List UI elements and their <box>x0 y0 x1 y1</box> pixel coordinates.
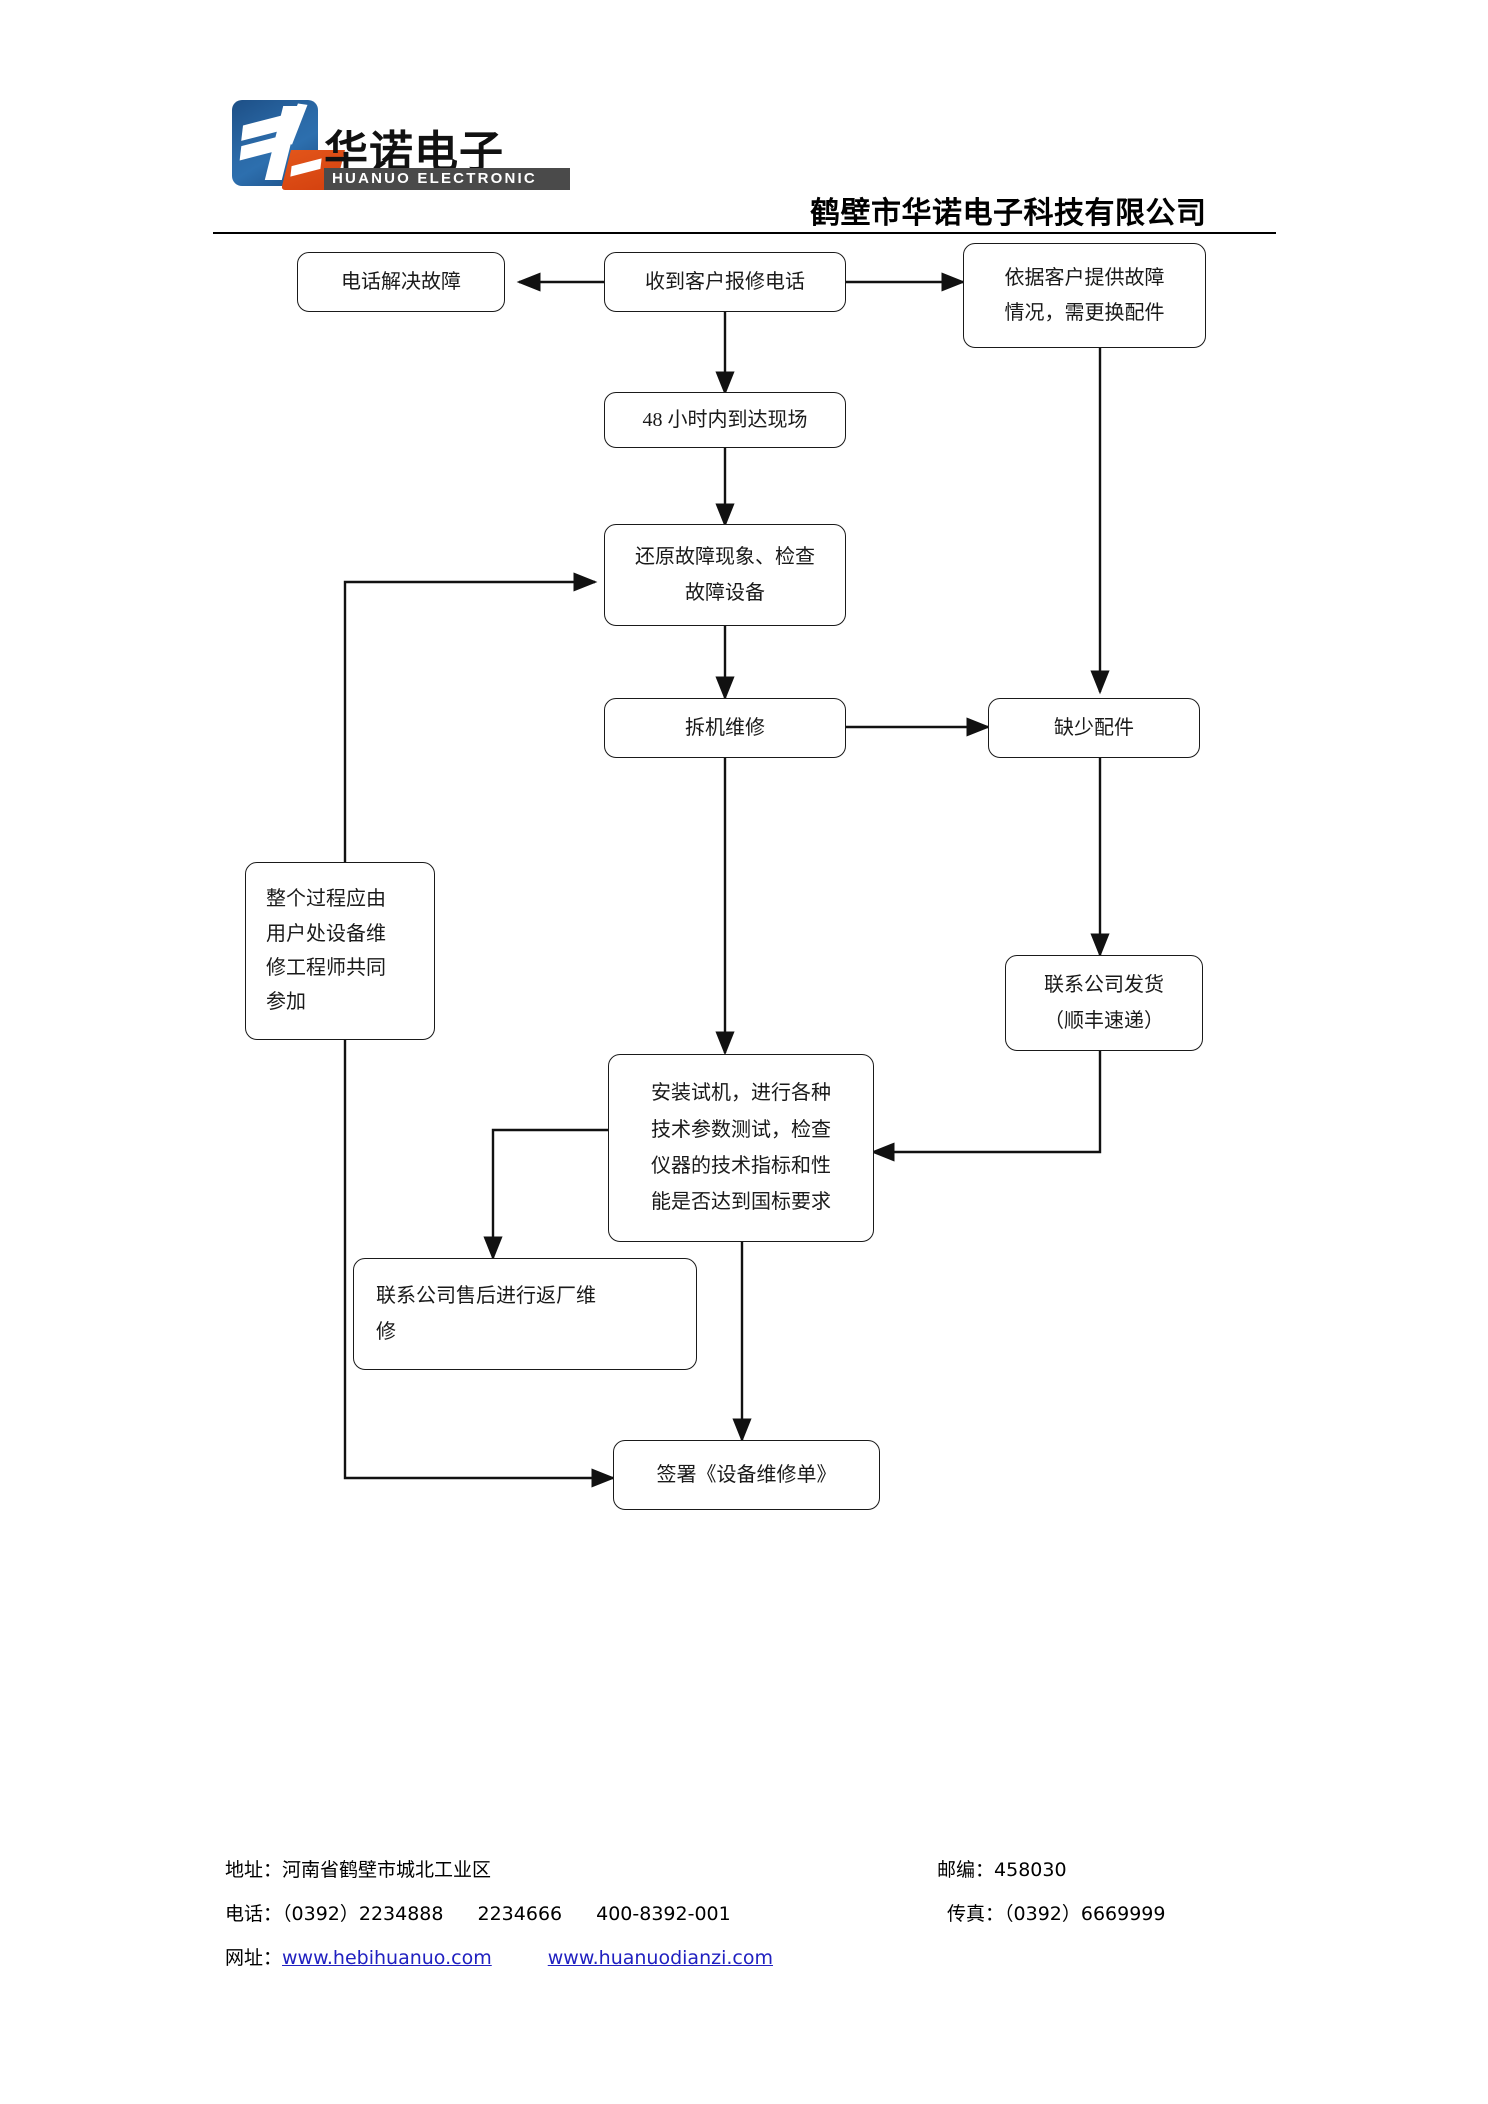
footer-row-phone: 电话：（0392）2234888 2234666 400-8392-001 传真：（… <box>225 1899 1325 1943</box>
phone-value-1: （0392）2234888 <box>282 1903 444 1925</box>
return-factory-line-1: 联系公司售后进行返厂维 <box>376 1285 596 1307</box>
node-disassemble-repair[interactable]: 拆机维修 <box>604 698 846 758</box>
restore-check-line-2: 故障设备 <box>685 582 765 604</box>
node-ship-parts[interactable]: 联系公司发货 （顺丰速递） <box>1005 955 1203 1051</box>
footer-row-website: 网址：www.hebihuanuo.com www.huanuodianzi.co… <box>225 1943 1325 1987</box>
node-arrive-48h[interactable]: 48 小时内到达现场 <box>604 392 846 448</box>
ship-parts-line-2: （顺丰速递） <box>1044 1010 1164 1032</box>
phone-label: 电话： <box>225 1903 283 1925</box>
node-sign-order-label: 签署《设备维修单》 <box>656 1463 837 1486</box>
footer-row-address: 地址：河南省鹤壁市城北工业区 邮编：458030 <box>225 1855 1325 1899</box>
node-receive-call-label: 收到客户报修电话 <box>645 270 805 293</box>
footer-phone: 电话：（0392）2234888 2234666 400-8392-001 <box>225 1899 731 1926</box>
postcode-label: 邮编： <box>937 1859 995 1881</box>
engineer-note-line-1: 整个过程应由 <box>266 888 386 911</box>
node-need-parts[interactable]: 依据客户提供故障 情况，需更换配件 <box>963 243 1206 348</box>
node-restore-check-label: 还原故障现象、检查 故障设备 <box>615 539 835 611</box>
node-need-parts-label: 依据客户提供故障 情况，需更换配件 <box>974 261 1195 331</box>
footer-postcode: 邮编：458030 <box>937 1855 1067 1882</box>
website-label: 网址： <box>225 1947 283 1969</box>
engineer-note-line-4: 参加 <box>266 991 306 1014</box>
node-receive-call[interactable]: 收到客户报修电话 <box>604 252 846 312</box>
need-parts-line-1: 依据客户提供故障 <box>1004 266 1165 289</box>
engineer-note-line-2: 用户处设备维 <box>266 922 386 945</box>
node-restore-check[interactable]: 还原故障现象、检查 故障设备 <box>604 524 846 626</box>
node-disassemble-repair-label: 拆机维修 <box>685 716 765 739</box>
header-divider <box>213 232 1276 234</box>
page-title: 鹤壁市华诺电子科技有限公司 <box>810 196 1207 231</box>
footer-fax: 传真：（0392）6669999 <box>947 1899 1166 1926</box>
install-test-line-2: 技术参数测试，检查 <box>651 1118 831 1141</box>
node-phone-fix[interactable]: 电话解决故障 <box>297 252 505 312</box>
restore-check-line-1: 还原故障现象、检查 <box>635 546 815 568</box>
node-engineer-note[interactable]: 整个过程应由 用户处设备维 修工程师共同 参加 <box>245 862 435 1040</box>
address-value: 河南省鹤壁市城北工业区 <box>282 1859 492 1881</box>
node-missing-parts[interactable]: 缺少配件 <box>988 698 1200 758</box>
node-sign-order[interactable]: 签署《设备维修单》 <box>613 1440 880 1510</box>
phone-value-2: 2234666 <box>477 1903 563 1925</box>
node-phone-fix-label: 电话解决故障 <box>341 270 461 293</box>
node-install-test-label: 安装试机，进行各种 技术参数测试，检查 仪器的技术指标和性 能是否达到国标要求 <box>619 1075 863 1221</box>
return-factory-line-2: 修 <box>376 1321 396 1343</box>
ship-parts-line-1: 联系公司发货 <box>1044 974 1164 996</box>
website-link-2[interactable]: www.huanuodianzi.com <box>547 1947 773 1969</box>
logo-english-bar <box>324 168 570 190</box>
install-test-line-1: 安装试机，进行各种 <box>651 1082 831 1105</box>
node-missing-parts-label: 缺少配件 <box>1054 716 1134 739</box>
node-install-test[interactable]: 安装试机，进行各种 技术参数测试，检查 仪器的技术指标和性 能是否达到国标要求 <box>608 1054 874 1242</box>
company-logo: 华诺电子 HUANUO ELECTRONIC <box>232 100 572 190</box>
install-test-line-4: 能是否达到国标要求 <box>651 1191 831 1214</box>
node-return-factory[interactable]: 联系公司售后进行返厂维 修 <box>353 1258 697 1370</box>
address-label: 地址： <box>225 1859 283 1881</box>
install-test-line-3: 仪器的技术指标和性 <box>651 1155 831 1177</box>
website-link-1[interactable]: www.hebihuanuo.com <box>282 1947 492 1969</box>
node-return-factory-label: 联系公司售后进行返厂维 修 <box>376 1278 686 1350</box>
node-arrive-48h-label: 48 小时内到达现场 <box>642 408 808 431</box>
node-ship-parts-label: 联系公司发货 （顺丰速递） <box>1016 967 1192 1039</box>
fax-value: （0392）6669999 <box>1004 1903 1166 1925</box>
footer-address: 地址：河南省鹤壁市城北工业区 <box>225 1855 491 1882</box>
logo-english-text: HUANUO ELECTRONIC <box>332 170 537 187</box>
node-engineer-note-label: 整个过程应由 用户处设备维 修工程师共同 参加 <box>266 882 424 1020</box>
page-footer: 地址：河南省鹤壁市城北工业区 邮编：458030 电话：（0392）223488… <box>225 1855 1325 1987</box>
footer-website: 网址：www.hebihuanuo.com www.huanuodianzi.co… <box>225 1943 773 1970</box>
need-parts-line-2: 情况，需更换配件 <box>1004 301 1165 324</box>
fax-label: 传真： <box>947 1903 1005 1925</box>
engineer-note-line-3: 修工程师共同 <box>266 957 386 979</box>
phone-value-3: 400-8392-001 <box>596 1903 731 1925</box>
postcode-value: 458030 <box>994 1859 1067 1881</box>
